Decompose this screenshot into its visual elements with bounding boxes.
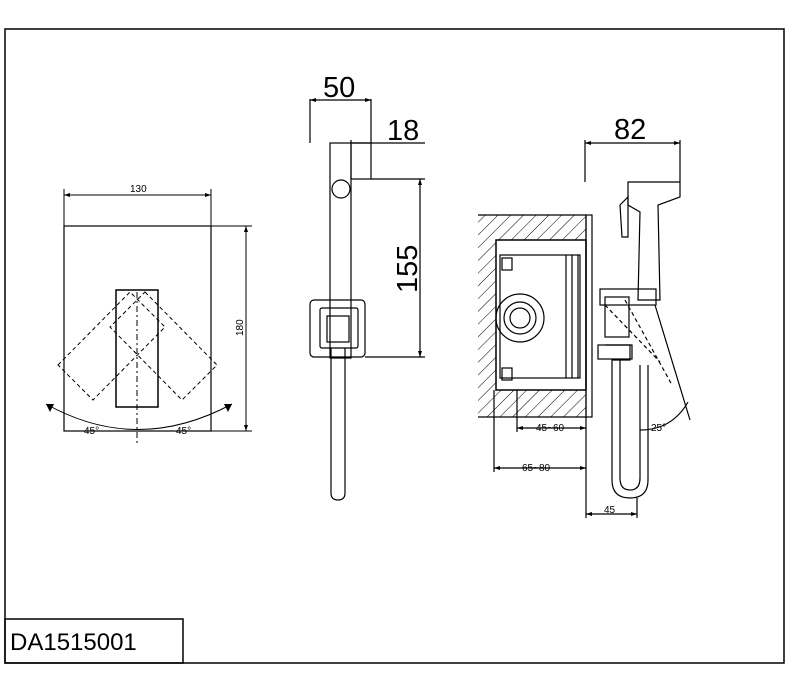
angle-right-label: 45°	[176, 426, 191, 437]
spray-head	[627, 181, 681, 301]
side-view	[309, 98, 425, 501]
front-height-label: 180	[235, 319, 246, 336]
rotation-arc	[45, 403, 233, 430]
install-view	[478, 140, 691, 518]
hose	[605, 344, 649, 499]
wall-plate	[63, 225, 212, 432]
front-view	[45, 189, 252, 445]
angle-left-label: 45°	[84, 426, 99, 437]
side-depth-label: 50	[323, 72, 355, 104]
drawing-frame	[4, 28, 785, 664]
range-inner-label: 45~60	[536, 423, 565, 434]
side-offset-label: 18	[387, 115, 419, 147]
hose-bracket	[309, 299, 366, 358]
side-plate	[329, 142, 352, 359]
side-height-label: 155	[392, 245, 424, 293]
title-block: DA1515001	[4, 618, 184, 664]
handle-rotation-left	[57, 291, 166, 401]
install-angle-label: 25°	[651, 423, 666, 434]
range-outer-label: 65~80	[522, 463, 551, 474]
model-code: DA1515001	[10, 629, 137, 656]
front-width-label: 130	[130, 184, 147, 195]
handle-rotation-right	[109, 291, 218, 401]
hose-width-label: 45	[604, 505, 616, 516]
install-width-label: 82	[614, 114, 646, 146]
